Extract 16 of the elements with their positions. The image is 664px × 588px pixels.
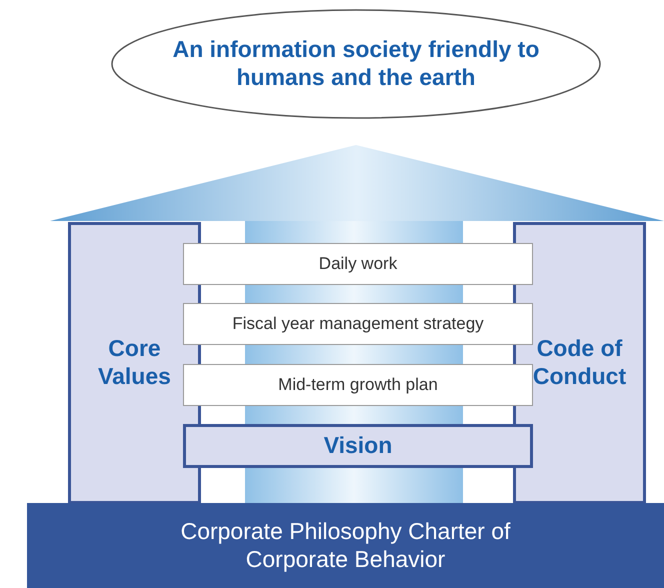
values-pillar — [68, 222, 201, 504]
pillar-label: Core Values — [97, 335, 172, 391]
pillar-label: Code of Conduct — [532, 335, 628, 391]
goal-text: An information society friendly to humans and the earth — [172, 36, 540, 92]
plan-bar — [183, 364, 533, 406]
bar-label: Daily work — [318, 254, 398, 274]
plan-bar — [183, 303, 533, 345]
vision-bar — [183, 424, 533, 468]
foundation-base — [27, 503, 664, 588]
conduct-pillar — [513, 222, 646, 504]
goal-ellipse — [110, 8, 602, 120]
plan-bar — [183, 243, 533, 285]
bar-label: Fiscal year management strategy — [232, 314, 484, 334]
bar-label: Mid-term growth plan — [278, 374, 438, 396]
bar-label: Vision — [324, 432, 392, 460]
base-label: Corporate Philosophy Charter of Corporate Behavior — [180, 518, 512, 574]
